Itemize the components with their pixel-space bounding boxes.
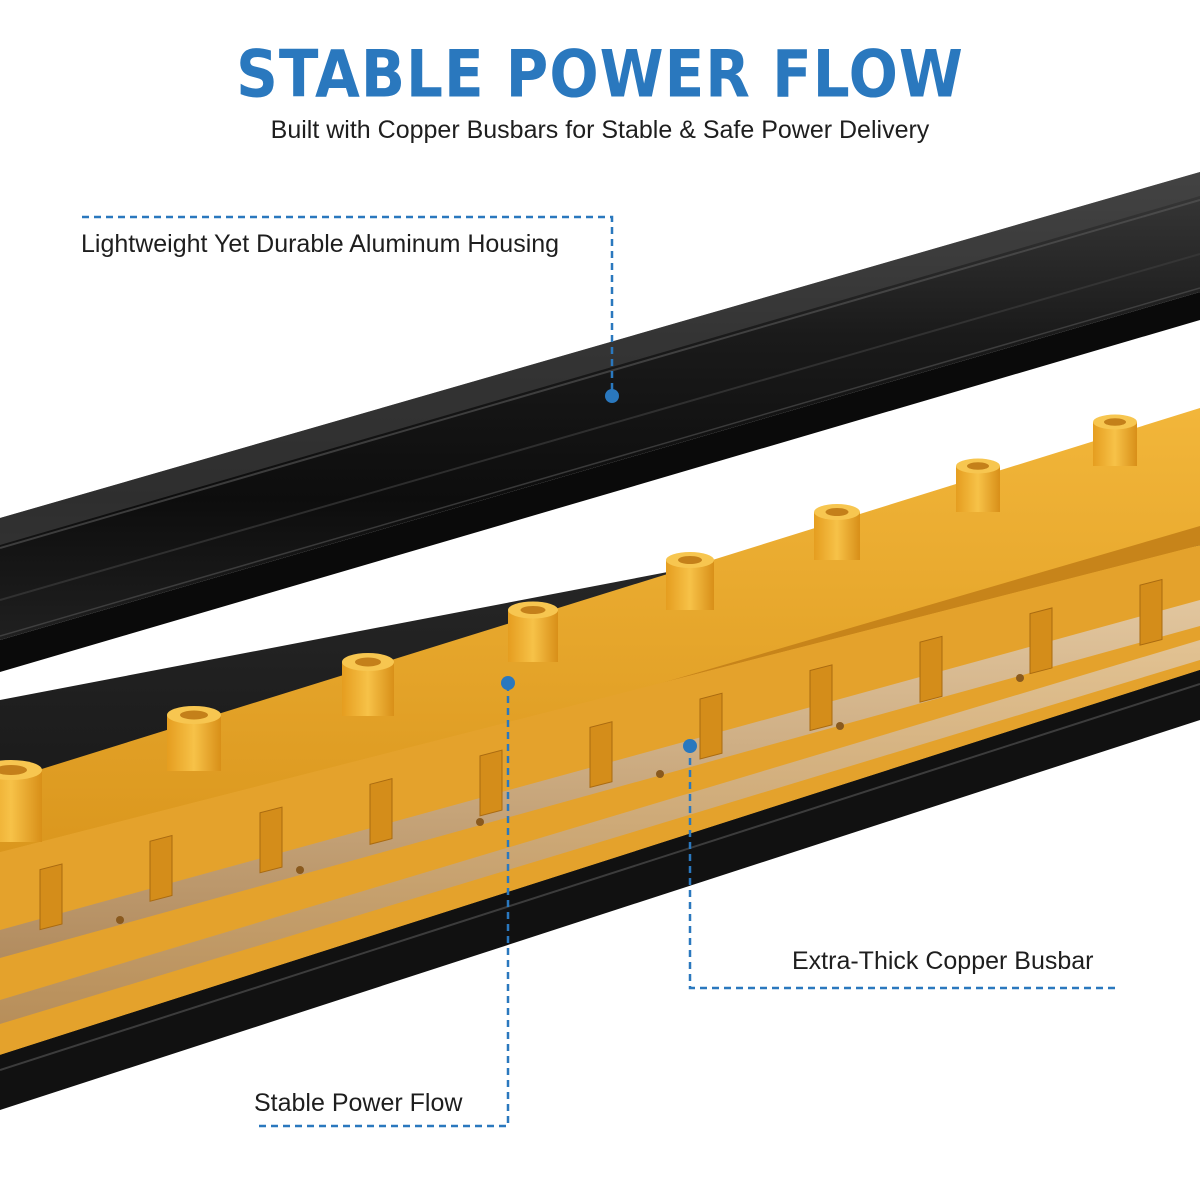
housing-leader-line	[82, 215, 614, 395]
reflector-posts	[0, 414, 1137, 842]
housing-marker-dot	[605, 389, 619, 403]
callout-markers	[501, 389, 697, 753]
page-title: STABLE POWER FLOW	[236, 36, 964, 113]
callout-flow-label: Stable Power Flow	[254, 1089, 463, 1117]
aluminum-housing	[0, 172, 1200, 672]
busbar-assembly	[0, 545, 1200, 1055]
page-subtitle: Built with Copper Busbars for Stable & S…	[270, 116, 930, 144]
callout-busbar-label: Extra-Thick Copper Busbar	[792, 947, 1094, 975]
flow-leader-line	[254, 684, 510, 1128]
busbar-marker-dot	[683, 739, 697, 753]
flow-marker-dot	[501, 676, 515, 690]
busbar-leader-line	[688, 746, 1117, 990]
callout-leaders	[82, 215, 1117, 1128]
callout-housing-label: Lightweight Yet Durable Aluminum Housing	[81, 230, 560, 258]
